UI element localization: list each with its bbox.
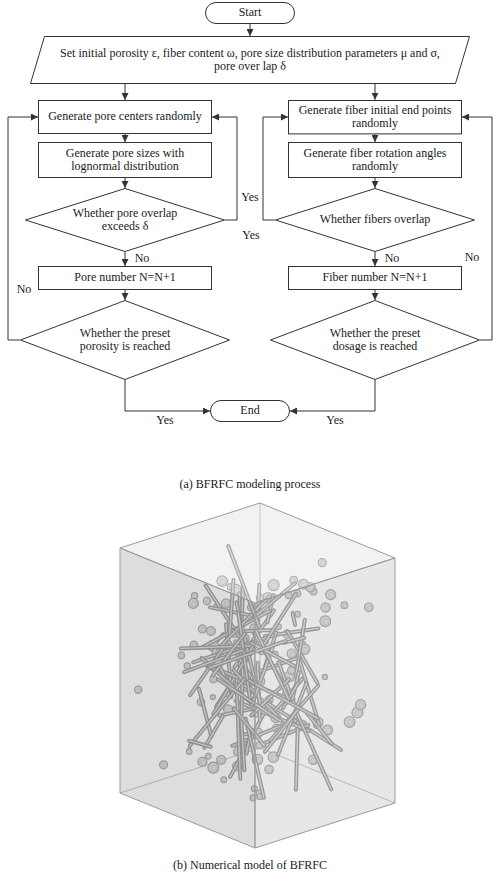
text-block: End	[210, 400, 290, 422]
text-block: Fiber number N=N+1	[288, 266, 462, 290]
connector	[375, 178, 376, 188]
process-box: Generate fiber rotation angles randomly	[288, 142, 462, 178]
connector	[263, 117, 288, 220]
node-text: Start	[239, 6, 262, 19]
text-block: Generate fiber initial end points random…	[288, 100, 462, 134]
text-block: Whether the preset dosage is reached	[316, 300, 434, 380]
connector	[125, 178, 126, 188]
text-block: Pore number N=N+1	[38, 266, 212, 290]
diamond-outline	[276, 189, 475, 252]
box-outline	[289, 143, 462, 178]
connector	[375, 290, 376, 300]
diamond-outline	[21, 301, 230, 380]
diamond-outline	[26, 189, 225, 252]
diamond-outline	[271, 301, 480, 380]
connector	[125, 84, 126, 100]
process-box: Generate pore centers randomly	[38, 100, 212, 134]
text-block: Generate fiber rotation angles randomly	[288, 142, 462, 178]
parallelogram-outline	[31, 37, 470, 84]
figure-caption: (b) Numerical model of BFRFC	[0, 859, 500, 872]
edge-label: No	[134, 252, 151, 265]
decision-diamond: Whether the preset porosity is reached	[20, 300, 230, 380]
text-block: Whether the preset porosity is reached	[66, 300, 184, 380]
node-text: Generate pore centers randomly	[48, 110, 202, 123]
text-block: Start	[205, 2, 295, 24]
process-box: Pore number N=N+1	[38, 266, 212, 290]
text-block: Generate pore sizes with lognormal distr…	[38, 142, 212, 178]
node-text: Generate pore sizes with lognormal distr…	[42, 147, 208, 173]
box-outline	[289, 100, 462, 133]
connector	[8, 117, 38, 340]
node-text: Whether fibers overlap	[320, 213, 431, 226]
connector	[125, 252, 126, 266]
decision-diamond: Whether fibers overlap	[275, 188, 475, 252]
edge-label: Yes	[240, 191, 259, 204]
node-text: Fiber number N=N+1	[323, 271, 428, 284]
node-text: Pore number N=N+1	[74, 271, 176, 284]
terminal: End	[210, 400, 290, 422]
node-text: Whether the preset porosity is reached	[66, 327, 184, 353]
node-text: Generate fiber rotation angles randomly	[292, 147, 458, 173]
text-block: Whether fibers overlap	[319, 188, 431, 252]
connector	[212, 117, 237, 220]
node-text: Whether the preset dosage is reached	[316, 327, 434, 353]
terminal-outline	[211, 401, 290, 422]
connector	[125, 380, 210, 411]
node-text: End	[240, 404, 259, 417]
figure-caption: (a) BFRFC modeling process	[0, 478, 500, 491]
node-text: Set initial porosity ε, fiber content ω,…	[56, 47, 444, 73]
cube-face-right	[255, 558, 395, 848]
connector	[375, 252, 376, 266]
decision-diamond: Whether pore overlap exceeds δ	[25, 188, 225, 252]
connector	[462, 117, 492, 340]
box-outline	[39, 267, 212, 290]
edge-label: No	[16, 283, 33, 296]
box-outline	[39, 101, 212, 134]
text-block: Whether pore overlap exceeds δ	[69, 188, 181, 252]
node-text: Generate fiber initial end points random…	[292, 104, 458, 130]
connector	[125, 134, 126, 142]
decision-diamond: Whether the preset dosage is reached	[270, 300, 480, 380]
edge-label: Yes	[325, 414, 344, 427]
edge-label: No	[384, 252, 401, 265]
box-outline	[289, 267, 462, 290]
edge-label: Yes	[241, 229, 260, 242]
cube-face-left	[120, 548, 255, 848]
node-text: Whether pore overlap exceeds δ	[69, 207, 181, 233]
terminal-outline	[206, 3, 295, 24]
edge-label: No	[464, 251, 481, 264]
text-block: Generate pore centers randomly	[38, 100, 212, 134]
process-box: Generate pore sizes with lognormal distr…	[38, 142, 212, 178]
connector	[290, 380, 375, 411]
connector	[375, 134, 376, 142]
terminal: Start	[205, 2, 295, 24]
connector	[125, 290, 126, 300]
box-outline	[39, 143, 212, 178]
process-box: Generate fiber initial end points random…	[288, 100, 462, 134]
connector	[250, 24, 251, 36]
process-box: Fiber number N=N+1	[288, 266, 462, 290]
text-block: Set initial porosity ε, fiber content ω,…	[30, 36, 470, 84]
input-parallelogram: Set initial porosity ε, fiber content ω,…	[30, 36, 470, 84]
edge-label: Yes	[155, 414, 174, 427]
connector	[375, 84, 376, 100]
